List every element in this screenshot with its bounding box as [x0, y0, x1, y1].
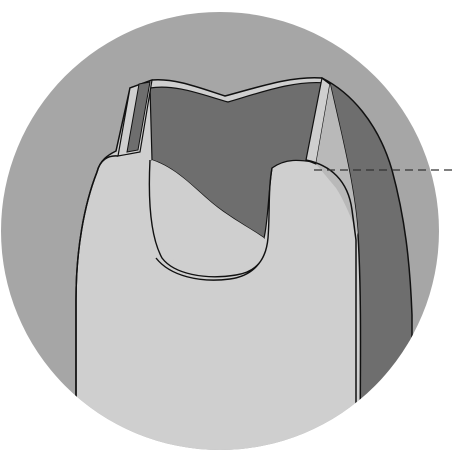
tooth-group: [76, 78, 412, 459]
